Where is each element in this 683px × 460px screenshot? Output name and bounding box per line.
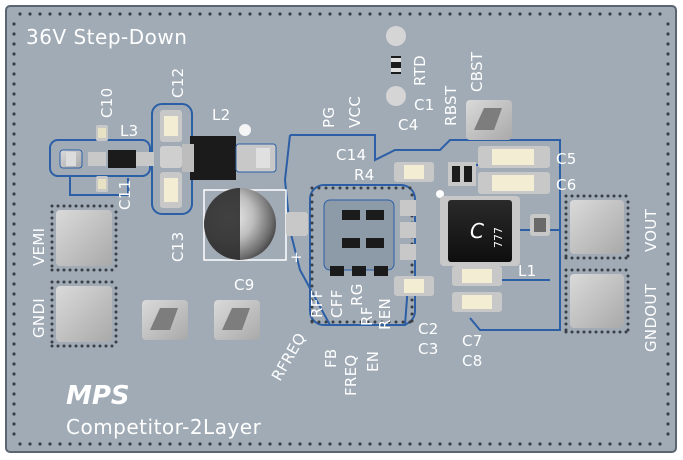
decoupling-capacitors [394, 146, 550, 312]
ic-mark: C [470, 219, 484, 243]
label-en: EN [364, 351, 382, 372]
edge-vias [12, 12, 670, 446]
label-c9: C9 [234, 276, 255, 294]
label-c4: C4 [398, 116, 419, 134]
resistor-rtd [386, 26, 406, 106]
label-rtd: RTD [411, 55, 429, 86]
label-c6: C6 [556, 176, 577, 194]
label-cff: CFF [328, 289, 346, 318]
label-cbst: CBST [468, 51, 486, 92]
label-c5: C5 [556, 150, 577, 168]
label-r4: R4 [354, 166, 375, 184]
label-c13: C13 [169, 232, 187, 262]
label-vemi: VEMI [30, 228, 48, 266]
pad-vemi [56, 210, 112, 266]
inductor-l2 [182, 124, 277, 180]
pad-gndi [56, 286, 112, 342]
label-freq: FREQ [342, 354, 360, 396]
label-c1: C1 [414, 96, 435, 114]
board-subtitle: Competitor-2Layer [66, 415, 262, 439]
label-l2: L2 [212, 106, 231, 124]
board-title: 36V Step-Down [26, 25, 187, 49]
label-gndi: GNDI [30, 298, 48, 338]
label-c2: C2 [418, 320, 439, 338]
test-pads [142, 100, 512, 340]
label-rf: RF [358, 306, 376, 326]
label-l3: L3 [120, 122, 139, 140]
mps-logo: MPS [66, 381, 130, 411]
ic-code: 777 [492, 227, 505, 248]
label-ren: REN [376, 298, 394, 330]
label-rg: RG [348, 283, 366, 306]
label-rff: RFF [308, 289, 326, 318]
label-pg: PG [320, 107, 338, 128]
label-plus: + [290, 248, 303, 266]
label-vcc: VCC [346, 96, 364, 128]
label-l1: L1 [518, 262, 537, 280]
buck-converter-ic [440, 196, 550, 266]
label-c8: C8 [462, 352, 483, 370]
pad-gndout [570, 274, 624, 328]
label-c12: C12 [169, 68, 187, 98]
label-rbst: RBST [442, 85, 460, 126]
label-gndout: GNDOUT [642, 283, 660, 352]
label-c11: C11 [116, 180, 134, 210]
via-clusters [50, 186, 630, 348]
capacitor-column [160, 110, 182, 208]
label-vout: VOUT [642, 208, 660, 252]
label-c14: C14 [336, 146, 366, 164]
controller-area [323, 199, 416, 276]
input-filter [59, 125, 154, 192]
electrolytic-capacitor-c9 [203, 188, 308, 261]
pad-vout [570, 200, 624, 254]
label-c7: C7 [462, 332, 483, 350]
label-fb: FB [322, 348, 340, 368]
label-c3: C3 [418, 340, 439, 358]
label-c10: C10 [98, 88, 116, 118]
